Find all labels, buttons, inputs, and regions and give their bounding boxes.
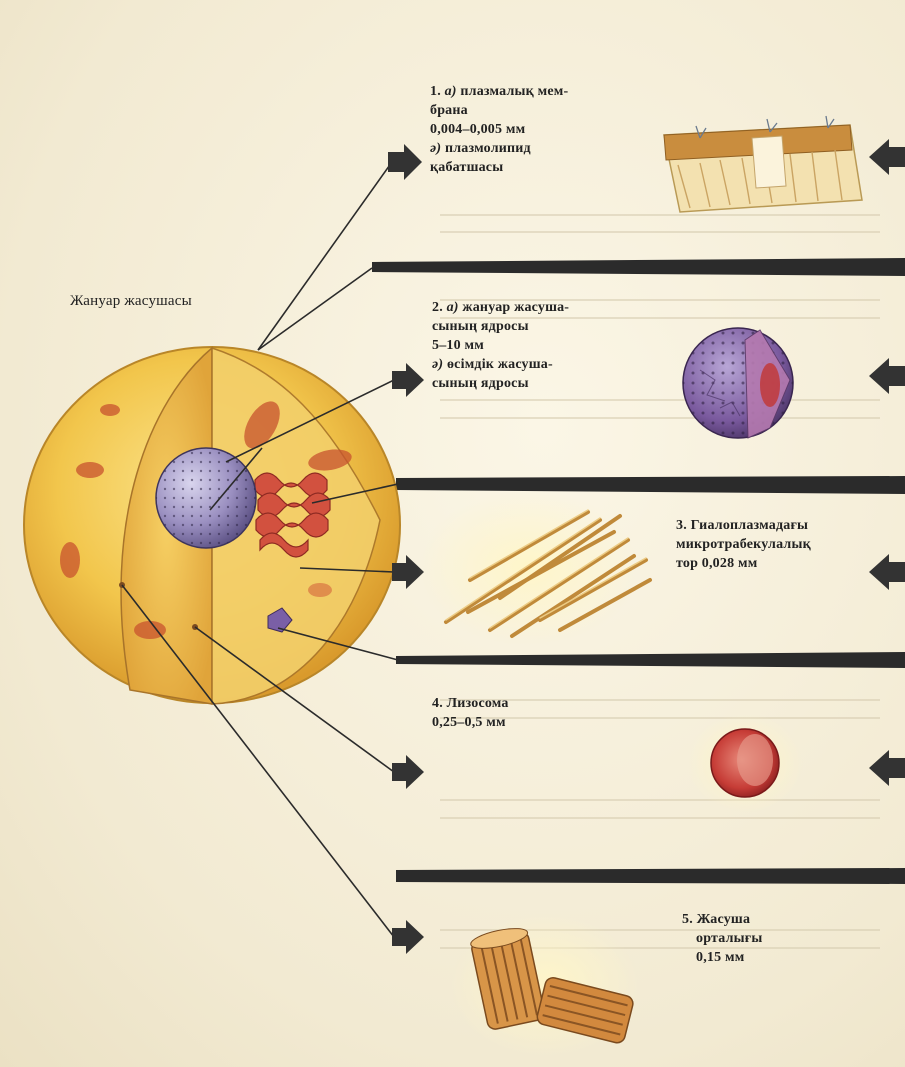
label-line: қабатшасы [430,158,568,177]
label-line: сының ядросы [432,374,569,393]
label-line: 3. Гиалоплазмадағы [676,516,811,535]
label-nucleus: 2. а) жануар жасуша- сының ядросы 5–10 м… [432,298,569,393]
label-line: 5. Жасуша [682,910,762,929]
lysosome-illustration [687,713,803,813]
arrow-left-icon [869,139,905,175]
separator-bar-2 [396,476,905,494]
separator-bar-3 [396,652,905,668]
label-line: өсімдік жасуша- [447,357,553,372]
arrow-right-icon [388,144,422,180]
arrow-right-icon [392,920,424,954]
plant-nucleus-illustration [683,328,793,438]
label-centrosome: 5. Жасуша орталығы 0,15 мм [682,910,762,967]
diagram-title: Жануар жасушасы [70,292,192,311]
item-marker-b: ә) [432,357,443,372]
label-line: жануар жасуша- [462,300,569,315]
label-size: 0,004–0,005 мм [430,120,568,139]
label-line: 4. Лизосома [432,694,509,713]
arrow-right-icon [392,363,424,397]
label-number: 1. [430,84,441,99]
separator-bar-4 [396,868,905,884]
label-line: плазмолипид [445,141,531,156]
fibers-illustration [418,490,650,646]
item-marker-b: ә) [430,141,441,156]
label-network: 3. Гиалоплазмадағы микротрабекулалық тор… [676,516,811,573]
arrow-left-icon [869,554,905,590]
arrow-left-icon [869,750,905,786]
item-marker-a: а) [445,84,457,99]
label-number: 2. [432,300,443,315]
centrosome-illustration [450,913,640,1057]
label-line: микротрабекулалық [676,535,811,554]
label-line: плазмалық мем- [460,84,568,99]
item-marker-a: а) [447,300,459,315]
label-lysosome: 4. Лизосома 0,25–0,5 мм [432,694,509,732]
label-line: 0,15 мм [682,948,762,967]
separator-bar-1 [372,258,905,276]
label-line: брана [430,101,568,120]
membrane-illustration [664,116,862,212]
label-membrane: 1. а) плазмалық мем- брана 0,004–0,005 м… [430,82,568,177]
label-line: тор 0,028 мм [676,554,811,573]
label-line: сының ядросы [432,317,569,336]
label-size: 5–10 мм [432,336,569,355]
label-line: орталығы [682,929,762,948]
arrows-left [869,139,905,786]
arrow-right-icon [392,755,424,789]
label-line: 0,25–0,5 мм [432,713,509,732]
animal-cell [24,347,400,704]
arrow-left-icon [869,358,905,394]
